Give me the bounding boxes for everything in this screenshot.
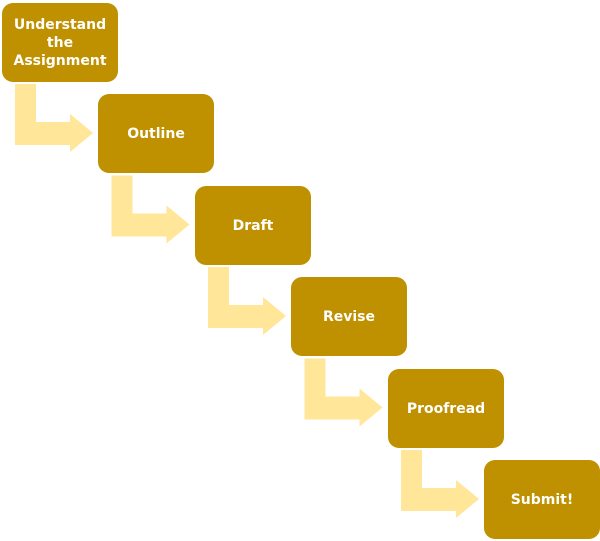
step-label: Submit! (510, 491, 574, 508)
step-submit: Submit! (484, 460, 600, 539)
step-label-line: Assignment (13, 52, 107, 69)
step-proofread: Proofread (388, 369, 504, 448)
step-label: Revise (322, 308, 376, 325)
step-label-line: Understand (13, 16, 107, 33)
bent-arrow-icon (208, 267, 286, 335)
bent-arrow-icon (15, 84, 93, 152)
step-revise: Revise (291, 277, 407, 356)
step-understand: Understand the Assignment (2, 3, 118, 82)
bent-arrow-icon (401, 450, 479, 518)
step-outline: Outline (98, 94, 214, 173)
step-label: Outline (127, 125, 185, 142)
step-label-line: the (46, 34, 74, 51)
step-draft: Draft (195, 186, 311, 265)
step-label: Draft (232, 217, 274, 234)
bent-arrow-icon (111, 175, 190, 244)
step-label: Proofread (406, 400, 486, 417)
bent-arrow-icon (304, 358, 383, 427)
step-label: Understand the Assignment (13, 16, 106, 70)
